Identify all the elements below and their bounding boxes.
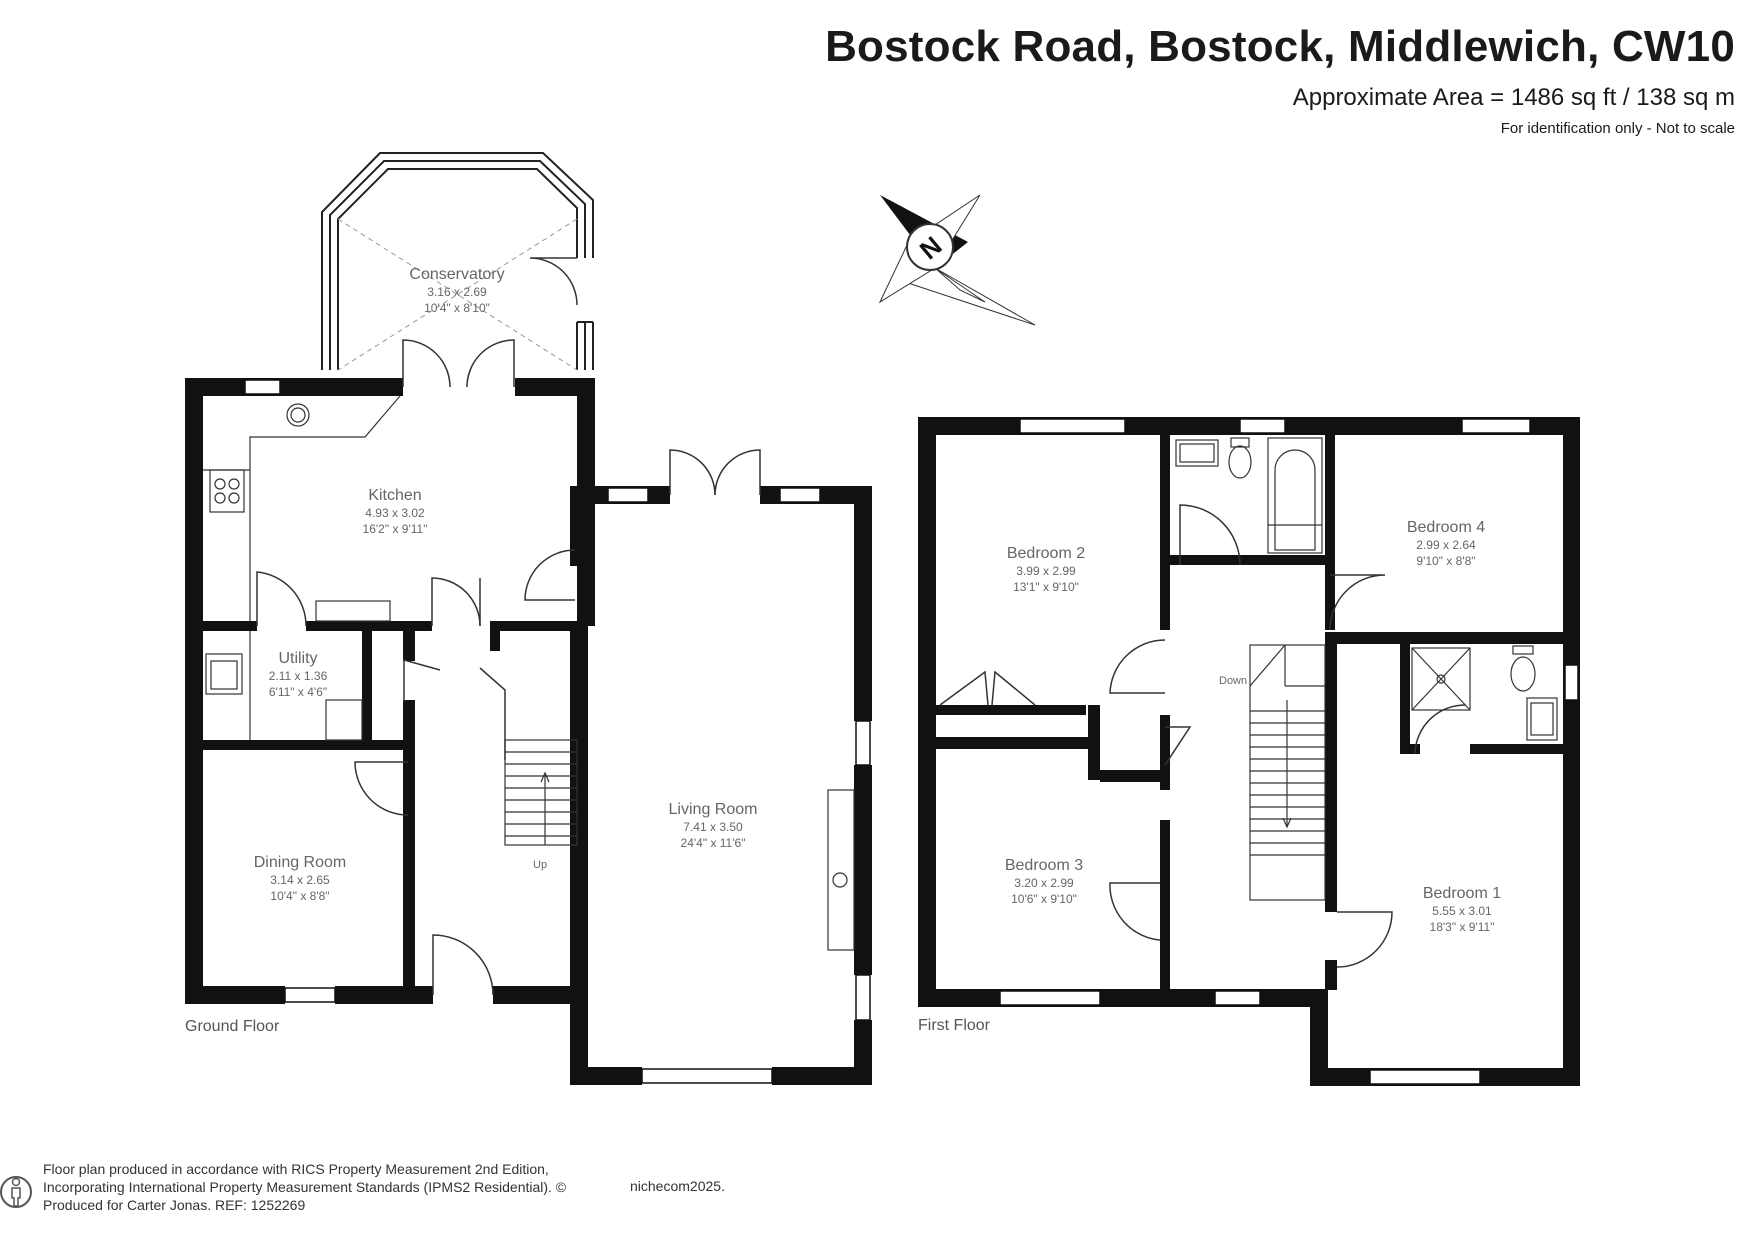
svg-text:4.93 x 3.02: 4.93 x 3.02 [365, 506, 425, 520]
room-conservatory: Conservatory 3.16 x 2.69 10'4" x 8'10" [409, 266, 504, 315]
footer-line-1: Floor plan produced in accordance with R… [43, 1161, 549, 1177]
svg-text:18'3" x 9'11": 18'3" x 9'11" [1430, 920, 1495, 934]
svg-text:Dining Room: Dining Room [254, 854, 346, 871]
svg-text:3.14 x 2.65: 3.14 x 2.65 [270, 873, 330, 887]
svg-text:10'4" x 8'8": 10'4" x 8'8" [270, 889, 329, 903]
svg-text:Bedroom 4: Bedroom 4 [1407, 519, 1485, 536]
room-living-room: Living Room 7.41 x 3.50 24'4" x 11'6" [669, 801, 758, 850]
svg-text:Kitchen: Kitchen [368, 487, 421, 504]
first-floor-label: First Floor [918, 1017, 991, 1034]
footer-year: 2025. [689, 1178, 725, 1194]
brand-logo: nichecom [630, 1178, 690, 1194]
footer-line-3: Produced for Carter Jonas. REF: 1252269 [43, 1197, 306, 1213]
svg-text:Living Room: Living Room [669, 801, 758, 818]
room-bedroom-4: Bedroom 4 2.99 x 2.64 9'10" x 8'8" [1407, 519, 1485, 568]
room-dining-room: Dining Room 3.14 x 2.65 10'4" x 8'8" [254, 854, 346, 903]
svg-text:3.16 x 2.69: 3.16 x 2.69 [427, 285, 487, 299]
stairs-down-label: Down [1219, 675, 1247, 687]
svg-text:24'4" x 11'6": 24'4" x 11'6" [681, 836, 746, 850]
svg-text:6'11" x 4'6": 6'11" x 4'6" [269, 685, 327, 699]
svg-text:13'1" x 9'10": 13'1" x 9'10" [1013, 580, 1079, 594]
svg-text:2.11 x 1.36: 2.11 x 1.36 [269, 669, 328, 683]
svg-text:16'2" x 9'11": 16'2" x 9'11" [363, 522, 428, 536]
footer-line-2: Incorporating International Property Mea… [43, 1179, 567, 1195]
ground-floor-plan: Conservatory 3.16 x 2.69 10'4" x 8'10" K… [185, 152, 872, 1085]
svg-text:Bedroom 3: Bedroom 3 [1005, 857, 1083, 874]
compass-rose-icon: N [878, 194, 1036, 326]
svg-text:3.20 x 2.99: 3.20 x 2.99 [1014, 876, 1074, 890]
svg-text:Bedroom 2: Bedroom 2 [1007, 545, 1085, 562]
svg-text:9'10" x 8'8": 9'10" x 8'8" [1416, 554, 1475, 568]
room-bedroom-2: Bedroom 2 3.99 x 2.99 13'1" x 9'10" [1007, 545, 1085, 594]
approximate-area: Approximate Area = 1486 sq ft / 138 sq m [1292, 84, 1735, 111]
svg-text:5.55 x 3.01: 5.55 x 3.01 [1432, 904, 1492, 918]
room-kitchen: Kitchen 4.93 x 3.02 16'2" x 9'11" [363, 487, 428, 536]
person-scale-icon [0, 1176, 32, 1208]
svg-text:Utility: Utility [278, 650, 317, 667]
stairs-up-label: Up [533, 859, 547, 871]
svg-text:10'4" x 8'10": 10'4" x 8'10" [424, 301, 490, 315]
footer-brand: nichecom2025. [630, 1178, 725, 1194]
room-bedroom-3: Bedroom 3 3.20 x 2.99 10'6" x 9'10" [1005, 857, 1083, 906]
first-floor-plan: Bedroom 2 3.99 x 2.99 13'1" x 9'10" Bedr… [918, 417, 1580, 1086]
svg-text:2.99 x 2.64: 2.99 x 2.64 [1416, 538, 1476, 552]
page-title: Bostock Road, Bostock, Middlewich, CW10 [825, 22, 1735, 71]
footer-credits: Floor plan produced in accordance with R… [43, 1160, 566, 1214]
scale-note: For identification only - Not to scale [1500, 120, 1735, 137]
svg-text:7.41 x 3.50: 7.41 x 3.50 [683, 820, 743, 834]
svg-text:10'6" x 9'10": 10'6" x 9'10" [1011, 892, 1077, 906]
svg-text:Conservatory: Conservatory [409, 266, 504, 283]
svg-text:Bedroom 1: Bedroom 1 [1423, 885, 1501, 902]
room-utility: Utility 2.11 x 1.36 6'11" x 4'6" [269, 650, 328, 699]
ground-floor-label: Ground Floor [185, 1018, 280, 1035]
svg-text:3.99 x 2.99: 3.99 x 2.99 [1016, 564, 1076, 578]
room-bedroom-1: Bedroom 1 5.55 x 3.01 18'3" x 9'11" [1423, 885, 1501, 934]
